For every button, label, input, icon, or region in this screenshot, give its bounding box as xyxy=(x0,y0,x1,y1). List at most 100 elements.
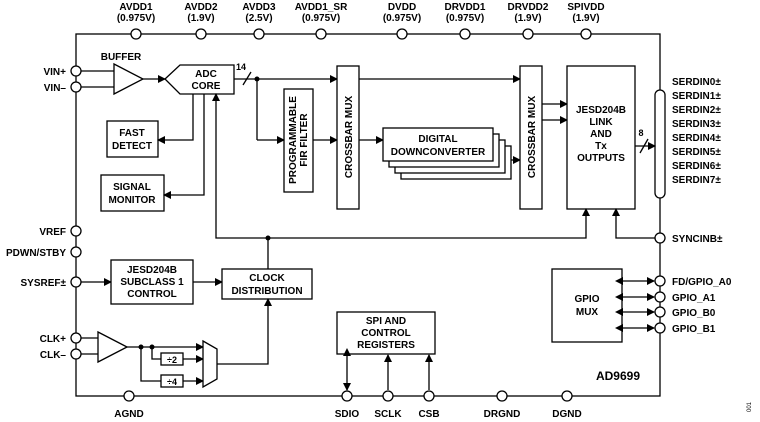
spi-control-registers xyxy=(336,311,436,355)
svg-text:AVDD2: AVDD2 xyxy=(184,2,218,13)
serdin0-label: SERDIN0± xyxy=(672,77,721,88)
gpio-mux-label-2: MUX xyxy=(576,307,599,318)
svg-text:VIN+: VIN+ xyxy=(43,67,66,78)
right-pin-gpio-a1: GPIO_A1 xyxy=(654,291,716,304)
svg-text:(0.975V): (0.975V) xyxy=(302,13,340,24)
crossbar-mux-2-label: CROSSBAR MUX xyxy=(527,96,538,179)
divide-by-2-label: ÷2 xyxy=(167,355,177,365)
divide-by-4-label: ÷4 xyxy=(167,377,177,387)
top-pin-avdd1: AVDD1 (0.975V) xyxy=(117,2,155,40)
left-pin-vin-minus: VIN– xyxy=(44,81,82,94)
crossbar-mux-1-label: CROSSBAR MUX xyxy=(344,96,355,179)
top-pin-drvdd2: DRVDD2 (1.9V) xyxy=(508,2,549,40)
ddc-label-2: DOWNCONVERTER xyxy=(391,147,486,158)
fast-detect xyxy=(106,120,159,158)
part-number: AD9699 xyxy=(596,369,640,383)
clock-buffer xyxy=(97,330,129,364)
bottom-pin-sdio: SDIO xyxy=(335,390,359,420)
svg-text:SYSREF±: SYSREF± xyxy=(21,278,67,289)
serdin4-label: SERDIN4± xyxy=(672,133,721,144)
signal-monitor-label-1: SIGNAL xyxy=(113,182,151,193)
top-pin-drvdd1: DRVDD1 (0.975V) xyxy=(445,2,486,40)
bottom-pin-drgnd: DRGND xyxy=(484,390,520,420)
spi-label-3: REGISTERS xyxy=(357,340,415,351)
signal-monitor xyxy=(100,174,165,212)
subclass-label-1: JESD204B xyxy=(127,265,177,276)
adc-core-label-2: CORE xyxy=(192,81,221,92)
jesd-label-3: AND xyxy=(590,129,612,140)
svg-text:(1.9V): (1.9V) xyxy=(187,13,214,24)
bottom-pin-csb: CSB xyxy=(418,390,440,420)
top-pin-avdd1-sr: AVDD1_SR (0.975V) xyxy=(295,2,348,40)
subclass-label-2: SUBCLASS 1 xyxy=(120,277,184,288)
left-pin-vref: VREF xyxy=(39,225,82,238)
svg-text:CLK+: CLK+ xyxy=(40,334,67,345)
crossbar-mux-1 xyxy=(336,65,360,210)
svg-text:GPIO_A1: GPIO_A1 xyxy=(672,293,716,304)
fir-label-2: FIR FILTER xyxy=(299,113,310,167)
svg-text:AVDD3: AVDD3 xyxy=(242,2,276,13)
serdin2-label: SERDIN2± xyxy=(672,105,721,116)
spi-label-1: SPI AND xyxy=(366,316,406,327)
right-pin-gpio-b0: GPIO_B0 xyxy=(654,306,716,319)
signal-monitor-label-2: MONITOR xyxy=(108,195,156,206)
right-pin-gpio-b1: GPIO_B1 xyxy=(654,322,716,335)
left-pin-clk-plus: CLK+ xyxy=(40,332,82,345)
jesd-label-4: Tx xyxy=(595,141,607,152)
svg-text:PDWN/STBY: PDWN/STBY xyxy=(6,248,66,259)
gpio-mux xyxy=(551,268,623,343)
svg-text:AGND: AGND xyxy=(114,409,143,420)
top-pin-dvdd: DVDD (0.975V) xyxy=(383,2,421,40)
figure-code: 001 xyxy=(747,401,753,412)
svg-text:SPIVDD: SPIVDD xyxy=(567,2,604,13)
fir-filter xyxy=(283,88,314,193)
spi-label-2: CONTROL xyxy=(361,328,410,339)
top-pin-avdd3: AVDD3 (2.5V) xyxy=(242,2,276,40)
buffer-label: BUFFER xyxy=(101,52,142,63)
subclass-label-3: CONTROL xyxy=(127,289,176,300)
gpio-mux-label-1: GPIO xyxy=(574,294,599,305)
svg-text:(1.9V): (1.9V) xyxy=(514,13,541,24)
top-pin-spivdd: SPIVDD (1.9V) xyxy=(567,2,605,40)
left-pin-pdwn-stby: PDWN/STBY xyxy=(6,246,82,259)
clock-distribution xyxy=(221,268,313,300)
serdin6-label: SERDIN6± xyxy=(672,161,721,172)
serdin3-label: SERDIN3± xyxy=(672,119,721,130)
svg-text:AVDD1_SR: AVDD1_SR xyxy=(295,2,348,13)
svg-text:GPIO_B1: GPIO_B1 xyxy=(672,324,716,335)
fir-label-1: PROGRAMMABLE xyxy=(288,96,299,184)
clock-select-mux xyxy=(202,339,218,389)
left-pin-vin-plus: VIN+ xyxy=(43,65,82,78)
left-pin-sysref: SYSREF± xyxy=(21,276,82,289)
adc-core-label-1: ADC xyxy=(195,69,217,80)
serdin5-label: SERDIN5± xyxy=(672,147,721,158)
digital-downconverter xyxy=(382,127,494,162)
svg-text:VREF: VREF xyxy=(39,227,66,238)
svg-text:SYNCINB±: SYNCINB± xyxy=(672,234,723,245)
serdes-bus-width: 8 xyxy=(638,128,643,138)
crossbar-mux-2 xyxy=(519,65,543,210)
svg-text:CSB: CSB xyxy=(418,409,439,420)
input-buffer xyxy=(113,62,145,96)
ddc-label-1: DIGITAL xyxy=(418,134,457,145)
svg-text:(0.975V): (0.975V) xyxy=(383,13,421,24)
jesd-label-1: JESD204B xyxy=(576,105,626,116)
svg-text:(0.975V): (0.975V) xyxy=(446,13,484,24)
bottom-pin-dgnd: DGND xyxy=(552,390,582,420)
svg-text:GPIO_B0: GPIO_B0 xyxy=(672,308,716,319)
svg-text:DVDD: DVDD xyxy=(388,2,416,13)
clock-dist-label-1: CLOCK xyxy=(249,273,285,284)
svg-text:DGND: DGND xyxy=(552,409,581,420)
jesd204b-link-tx xyxy=(566,65,636,210)
left-pin-clk-minus: CLK– xyxy=(40,348,82,361)
jesd204b-subclass1-control xyxy=(110,259,194,305)
clock-dist-label-2: DISTRIBUTION xyxy=(231,286,302,297)
right-pin-fd-gpio-a0: FD/GPIO_A0 xyxy=(654,275,732,288)
serdin-bus-connector xyxy=(654,89,666,199)
svg-text:DRVDD2: DRVDD2 xyxy=(508,2,549,13)
svg-text:DRVDD1: DRVDD1 xyxy=(445,2,486,13)
bottom-pin-sclk: SCLK xyxy=(374,390,402,420)
jesd-label-5: OUTPUTS xyxy=(577,153,625,164)
top-pin-avdd2: AVDD2 (1.9V) xyxy=(184,2,218,40)
